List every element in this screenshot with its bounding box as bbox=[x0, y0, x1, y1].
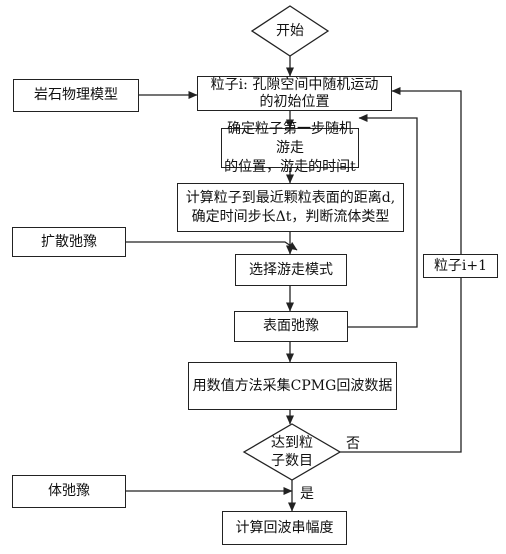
rock-physics-model-box: 岩石物理模型 bbox=[13, 79, 139, 112]
diffusion-relaxation-box: 扩散弛豫 bbox=[12, 227, 126, 257]
final-box: 计算回波串幅度 bbox=[222, 511, 347, 545]
bulk-relaxation-box: 体弛豫 bbox=[12, 475, 126, 508]
step6-box: 用数值方法采集CPMG回波数据 bbox=[188, 362, 397, 410]
next-particle-box: 粒子i+1 bbox=[423, 254, 498, 278]
step1-box: 粒子i: 孔隙空间中随机运动 的初始位置 bbox=[197, 76, 392, 111]
step4-box: 选择游走模式 bbox=[235, 254, 347, 286]
step5-box: 表面弛豫 bbox=[234, 311, 348, 342]
start-label: 开始 bbox=[276, 23, 304, 39]
yes-label: 是 bbox=[300, 486, 314, 502]
step2-box: 确定粒子第一步随机游走 的位置，游走的时间t bbox=[221, 121, 359, 175]
step3-box: 计算粒子到最近颗粒表面的距离d, 确定时间步长Δt，判断流体类型 bbox=[177, 183, 404, 232]
loop-surface-relaxation bbox=[348, 114, 418, 328]
decision-label: 达到粒 子数目 bbox=[271, 435, 313, 469]
no-label: 否 bbox=[346, 436, 360, 452]
arrow-diffusion bbox=[126, 241, 298, 251]
